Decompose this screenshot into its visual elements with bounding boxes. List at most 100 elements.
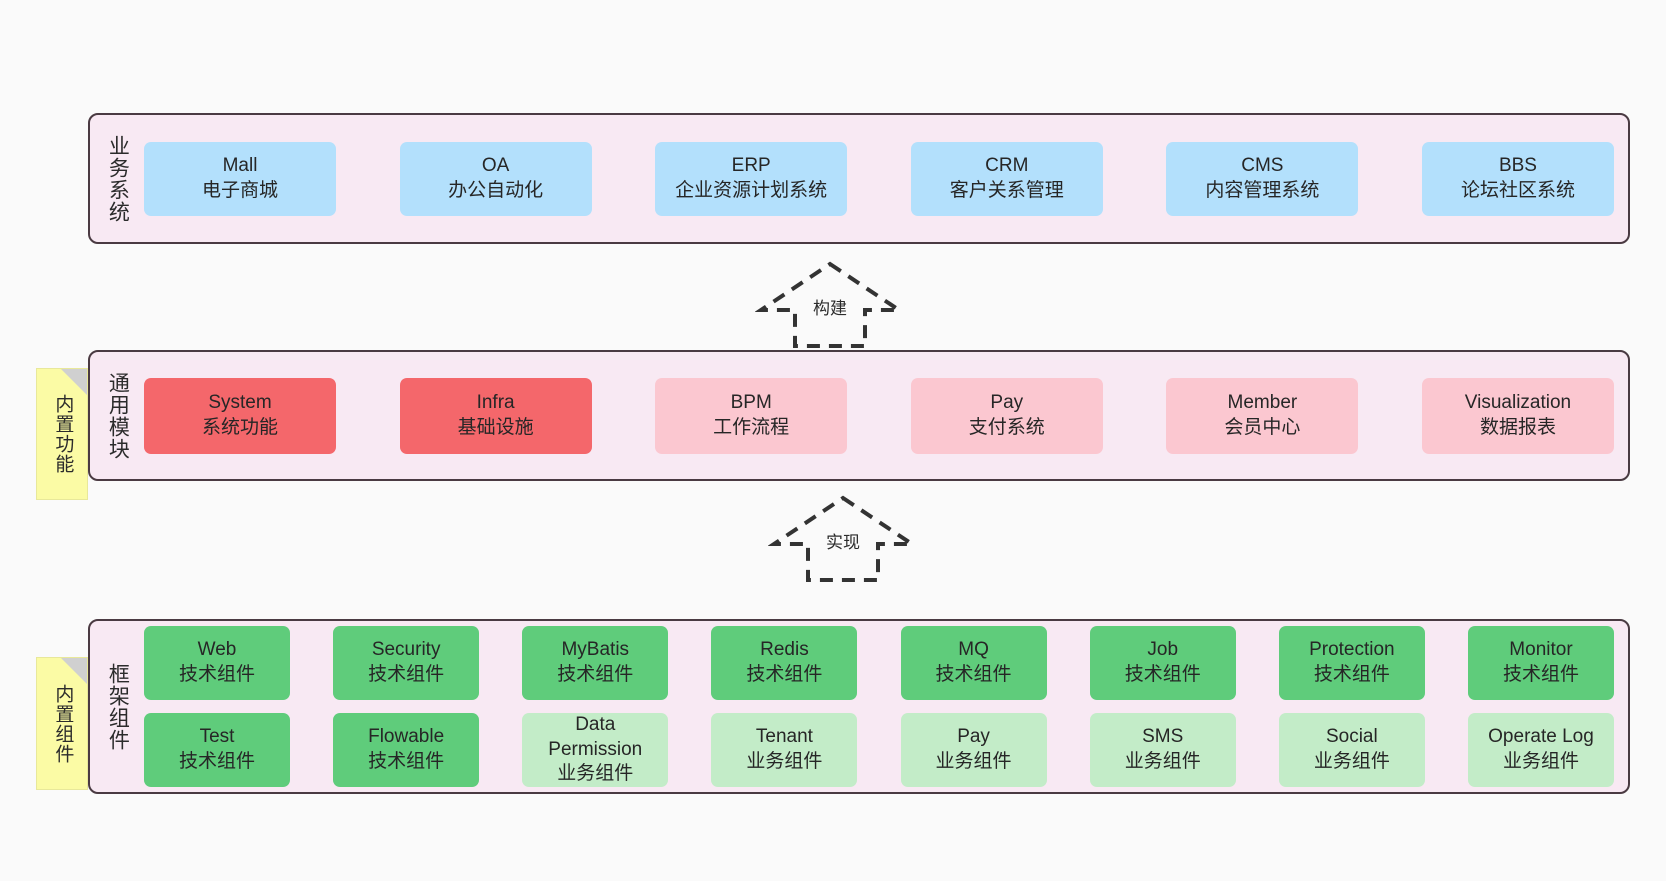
- component-card-name: Flowable: [368, 726, 445, 748]
- sticky-fold-corner-icon: [61, 369, 87, 395]
- component-card-desc: 数据报表: [1479, 416, 1556, 438]
- component-card[interactable]: Monitor 技术组件: [1467, 626, 1614, 700]
- component-card-desc: 技术组件: [368, 751, 445, 772]
- component-card-name: Member: [1227, 391, 1298, 413]
- component-card[interactable]: Flowable 技术组件: [333, 713, 480, 787]
- component-card[interactable]: Redis 技术组件: [711, 626, 858, 700]
- component-card[interactable]: OA 办公自动化: [399, 141, 592, 216]
- component-card-name: Operate Log: [1488, 726, 1594, 748]
- component-card-name: Redis: [760, 639, 809, 661]
- component-card-desc: 技术组件: [1124, 664, 1201, 685]
- build-arrow: 构建: [755, 258, 905, 350]
- component-card-desc: 技术组件: [178, 751, 255, 772]
- component-card-name: Pay: [990, 391, 1024, 413]
- component-card[interactable]: Infra 基础设施: [399, 377, 592, 454]
- component-card-desc: 工作流程: [713, 416, 790, 438]
- component-card[interactable]: SMS 业务组件: [1089, 713, 1236, 787]
- component-card-name: BPM: [730, 391, 772, 413]
- layer-label-business-systems: 业务系统: [106, 134, 130, 223]
- component-card-desc: 企业资源计划系统: [675, 179, 828, 201]
- component-card-name: Social: [1325, 726, 1378, 748]
- component-card-name: System: [208, 391, 272, 413]
- component-card-desc: 技术组件: [746, 664, 823, 685]
- component-card[interactable]: ERP 企业资源计划系统: [655, 141, 848, 216]
- component-card-desc: 技术组件: [1502, 664, 1579, 685]
- component-card[interactable]: System 系统功能: [144, 377, 336, 454]
- component-card-name: Monitor: [1509, 639, 1573, 661]
- component-card[interactable]: Mall 电子商城: [144, 141, 336, 216]
- sticky-note-builtin-features-label: 内置功能: [52, 394, 74, 474]
- component-card-desc: 技术组件: [935, 664, 1012, 685]
- component-card-name: BBS: [1498, 154, 1537, 176]
- component-card[interactable]: BPM 工作流程: [655, 377, 848, 454]
- component-card-desc: 技术组件: [178, 664, 255, 685]
- component-card-name: Tenant: [755, 726, 813, 748]
- component-card-desc: 办公自动化: [448, 179, 544, 201]
- component-card-desc: 技术组件: [1313, 664, 1390, 685]
- component-card-name: Pay: [957, 726, 990, 748]
- sticky-fold-corner-icon: [61, 658, 87, 684]
- component-card[interactable]: Visualization 数据报表: [1421, 377, 1614, 454]
- component-card[interactable]: Web 技术组件: [144, 626, 290, 700]
- sticky-note-builtin-features: 内置功能: [36, 368, 88, 500]
- implement-arrow-glyph: [768, 495, 918, 582]
- component-card[interactable]: MQ 技术组件: [900, 626, 1047, 700]
- component-card[interactable]: Protection 技术组件: [1278, 626, 1425, 700]
- component-card-desc: 论坛社区系统: [1460, 179, 1575, 201]
- component-card-name: Infra: [476, 391, 515, 413]
- component-card-desc: 业务组件: [1313, 751, 1390, 772]
- component-card[interactable]: Tenant 业务组件: [711, 713, 858, 787]
- card-row: System 系统功能 Infra 基础设施 BPM 工作流程 Pay 支付系统 Member 会…: [144, 377, 1614, 454]
- component-card[interactable]: Social 业务组件: [1278, 713, 1425, 787]
- component-card-name: Data Permission: [548, 713, 643, 760]
- component-card-name: Test: [199, 726, 235, 748]
- component-card-name: Visualization: [1464, 391, 1572, 413]
- layer-label-framework-components: 框架组件: [106, 662, 130, 751]
- component-card-desc: 基础设施: [457, 416, 534, 438]
- component-card-name: CMS: [1241, 154, 1284, 176]
- layer-label-common-modules: 通用模块: [106, 371, 130, 460]
- component-card-name: Web: [197, 639, 237, 661]
- component-card-desc: 业务组件: [746, 751, 823, 772]
- component-card-desc: 电子商城: [201, 179, 278, 201]
- component-card[interactable]: CMS 内容管理系统: [1166, 141, 1359, 216]
- component-card-name: ERP: [731, 154, 771, 176]
- component-card-desc: 内容管理系统: [1205, 179, 1320, 201]
- build-arrow-glyph: [755, 261, 905, 348]
- component-card-name: MyBatis: [561, 639, 630, 661]
- component-card-name: MQ: [958, 639, 989, 661]
- component-card-name: Mall: [222, 154, 258, 176]
- component-card[interactable]: Data Permission 业务组件: [522, 713, 669, 787]
- sticky-note-builtin-components: 内置组件: [36, 657, 88, 790]
- component-card-desc: 会员中心: [1224, 416, 1301, 438]
- component-card[interactable]: Pay 支付系统: [910, 377, 1103, 454]
- component-card-desc: 技术组件: [368, 664, 445, 685]
- component-card-desc: 系统功能: [201, 416, 278, 438]
- component-card[interactable]: Test 技术组件: [144, 713, 290, 787]
- component-card-desc: 业务组件: [1124, 751, 1201, 772]
- component-card-desc: 业务组件: [557, 763, 634, 785]
- component-card-name: OA: [481, 154, 510, 176]
- sticky-note-builtin-components-label: 内置组件: [52, 683, 74, 764]
- component-card-name: Protection: [1309, 639, 1395, 661]
- layer-body-common-modules: System 系统功能 Infra 基础设施 BPM 工作流程 Pay 支付系统 Member 会…: [144, 352, 1628, 479]
- component-card[interactable]: BBS 论坛社区系统: [1421, 141, 1614, 216]
- component-card-name: Security: [371, 639, 441, 661]
- component-card[interactable]: Member 会员中心: [1166, 377, 1359, 454]
- component-card-desc: 支付系统: [968, 416, 1045, 438]
- component-card[interactable]: Security 技术组件: [333, 626, 480, 700]
- component-card-name: SMS: [1142, 726, 1184, 748]
